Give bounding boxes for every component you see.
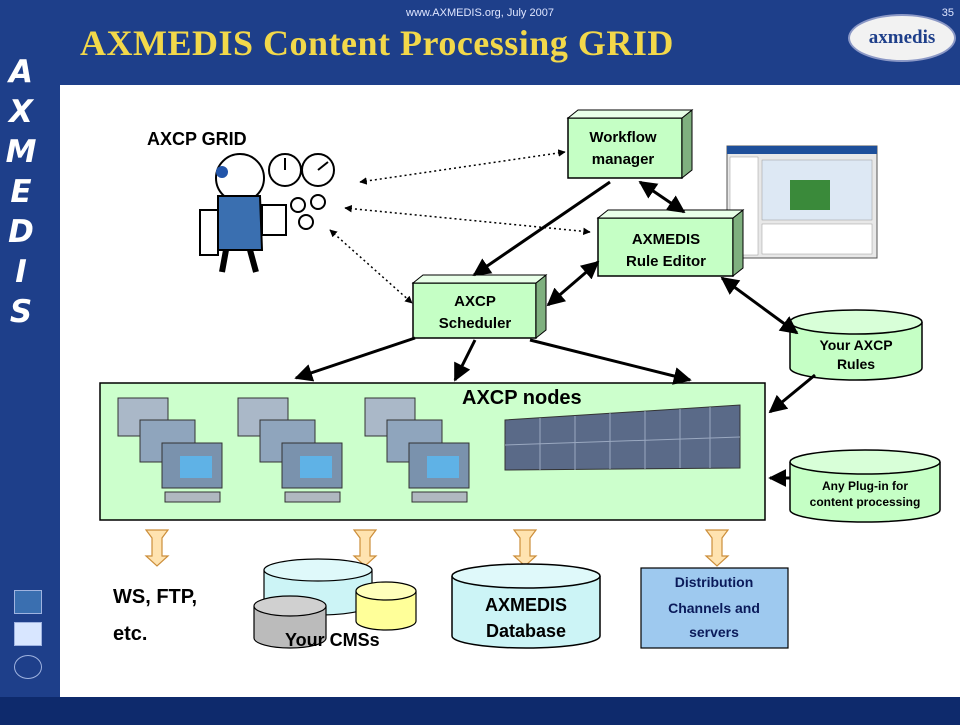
footer-bar [0,697,960,725]
sidebar-letter: A [9,54,33,90]
workflow-manager-box: Workflow manager [566,108,694,180]
distribution-line-3: servers [689,624,739,640]
arrow [453,339,477,382]
arrow [529,338,692,385]
vertical-double-arrow [352,529,378,567]
cms-label: Your CMSs [285,630,380,650]
computer-cluster [117,397,223,503]
rules-line-2: Rules [837,356,875,372]
grid-label: AXCP GRID [147,129,247,149]
plugin-line-1: Any Plug-in for [822,479,908,493]
scheduler-line-1: AXCP [454,293,496,310]
distribution-box: Distribution Channels and servers [640,567,789,649]
dotted-arrow [329,229,413,304]
project-icon [14,590,42,614]
arrow [768,373,816,414]
vertical-double-arrow [512,529,538,567]
rules-line-1: Your AXCP [819,337,892,353]
rule-editor-line-1: AXMEDIS [632,231,700,248]
grid-person-illustration [199,153,335,273]
arrow [720,276,799,335]
rules-cylinder: Your AXCP Rules [789,309,923,381]
vertical-double-arrow [704,529,730,567]
database-line-1: AXMEDIS [485,595,567,615]
scheduler-box: AXCP Scheduler [411,273,548,340]
distribution-line-1: Distribution [675,574,754,590]
title-bar [0,0,960,85]
page-number: 35 [941,7,954,19]
program-icon [14,622,42,646]
plugin-line-2: content processing [810,495,921,509]
workflow-line-2: manager [592,151,655,168]
slide-title: AXMEDIS Content Processing GRID [80,23,674,63]
rule-editor-line-2: Rule Editor [626,253,706,270]
axmedis-logo: axmedis [848,14,956,62]
cms-cylinders [253,558,417,649]
computer-cluster [237,397,343,503]
plugin-cylinder: Any Plug-in for content processing [789,449,941,523]
ws-ftp-line-2: etc. [113,623,147,645]
rule-editor-box: AXMEDIS Rule Editor [596,208,745,278]
database-cylinder: AXMEDIS Database [451,563,601,649]
dotted-arrow [359,149,566,185]
dotted-arrow [344,204,591,236]
eu-icon [14,655,42,679]
footer-text: www.AXMEDIS.org, July 2007 [406,7,554,19]
vertical-double-arrow [144,529,170,567]
computer-cluster [364,397,470,503]
arrow [638,180,686,214]
server-rack [504,404,741,471]
rule-editor-screenshot [726,145,878,259]
scheduler-line-2: Scheduler [439,315,512,332]
arrow [472,180,611,277]
sidebar-letter: S [9,294,33,330]
sidebar-letter: D [8,214,34,250]
sidebar-letter: I [15,254,27,290]
database-line-2: Database [486,621,566,641]
workflow-line-1: Workflow [589,129,657,146]
sidebar-letter: X [9,94,33,130]
sidebar-letter: M [5,134,37,170]
axcp-nodes-label: AXCP nodes [462,387,582,409]
arrow [546,260,600,307]
distribution-line-2: Channels and [668,600,760,616]
sidebar-letters: A X M E D I S [4,52,38,332]
arrow [294,336,416,382]
ws-ftp-line-1: WS, FTP, [113,586,197,608]
sidebar-letter: E [10,174,32,210]
